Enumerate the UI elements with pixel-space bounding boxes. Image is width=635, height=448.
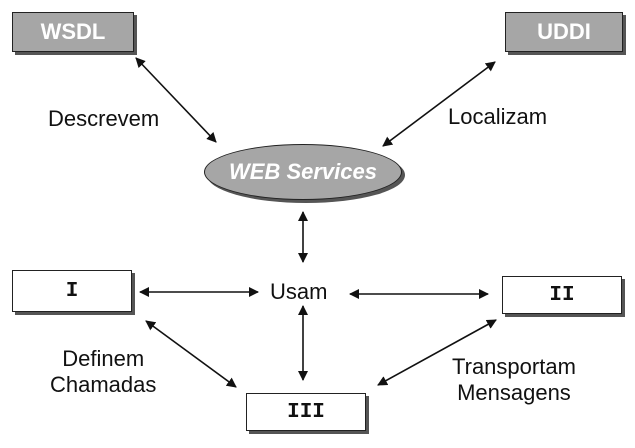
localizam-label: Localizam <box>448 104 548 129</box>
transportam-mensagens-label: Transportam Mensagens <box>452 354 576 406</box>
wsdl-label: WSDL <box>40 19 106 44</box>
descrevem-label: Descrevem <box>48 106 160 131</box>
web-services-label: WEB Services <box>229 159 377 184</box>
box-i-label: I <box>65 279 79 303</box>
usam-label: Usam <box>270 279 328 304</box>
arrow-ii-iii <box>377 319 497 386</box>
arrow-wsdl-webservices <box>135 57 217 143</box>
box-ii: II <box>502 276 622 314</box>
wsdl-box: WSDL <box>12 12 134 52</box>
definem-chamadas-label: Definem Chamadas <box>50 346 156 398</box>
uddi-box: UDDI <box>505 12 623 52</box>
transportam-line2: Mensagens <box>457 380 571 405</box>
box-iii: III <box>246 393 366 431</box>
definem-line2: Chamadas <box>50 372 157 397</box>
transportam-line1: Transportam <box>452 354 576 379</box>
arrow-uddi-webservices <box>382 61 496 147</box>
arrow-i-iii <box>145 320 237 388</box>
uddi-label: UDDI <box>537 19 591 44</box>
box-iii-label: III <box>287 400 325 424</box>
definem-line1: Definem <box>62 346 145 371</box>
web-services-node: WEB Services <box>204 144 402 200</box>
box-i: I <box>12 270 132 312</box>
box-ii-label: II <box>549 283 575 307</box>
